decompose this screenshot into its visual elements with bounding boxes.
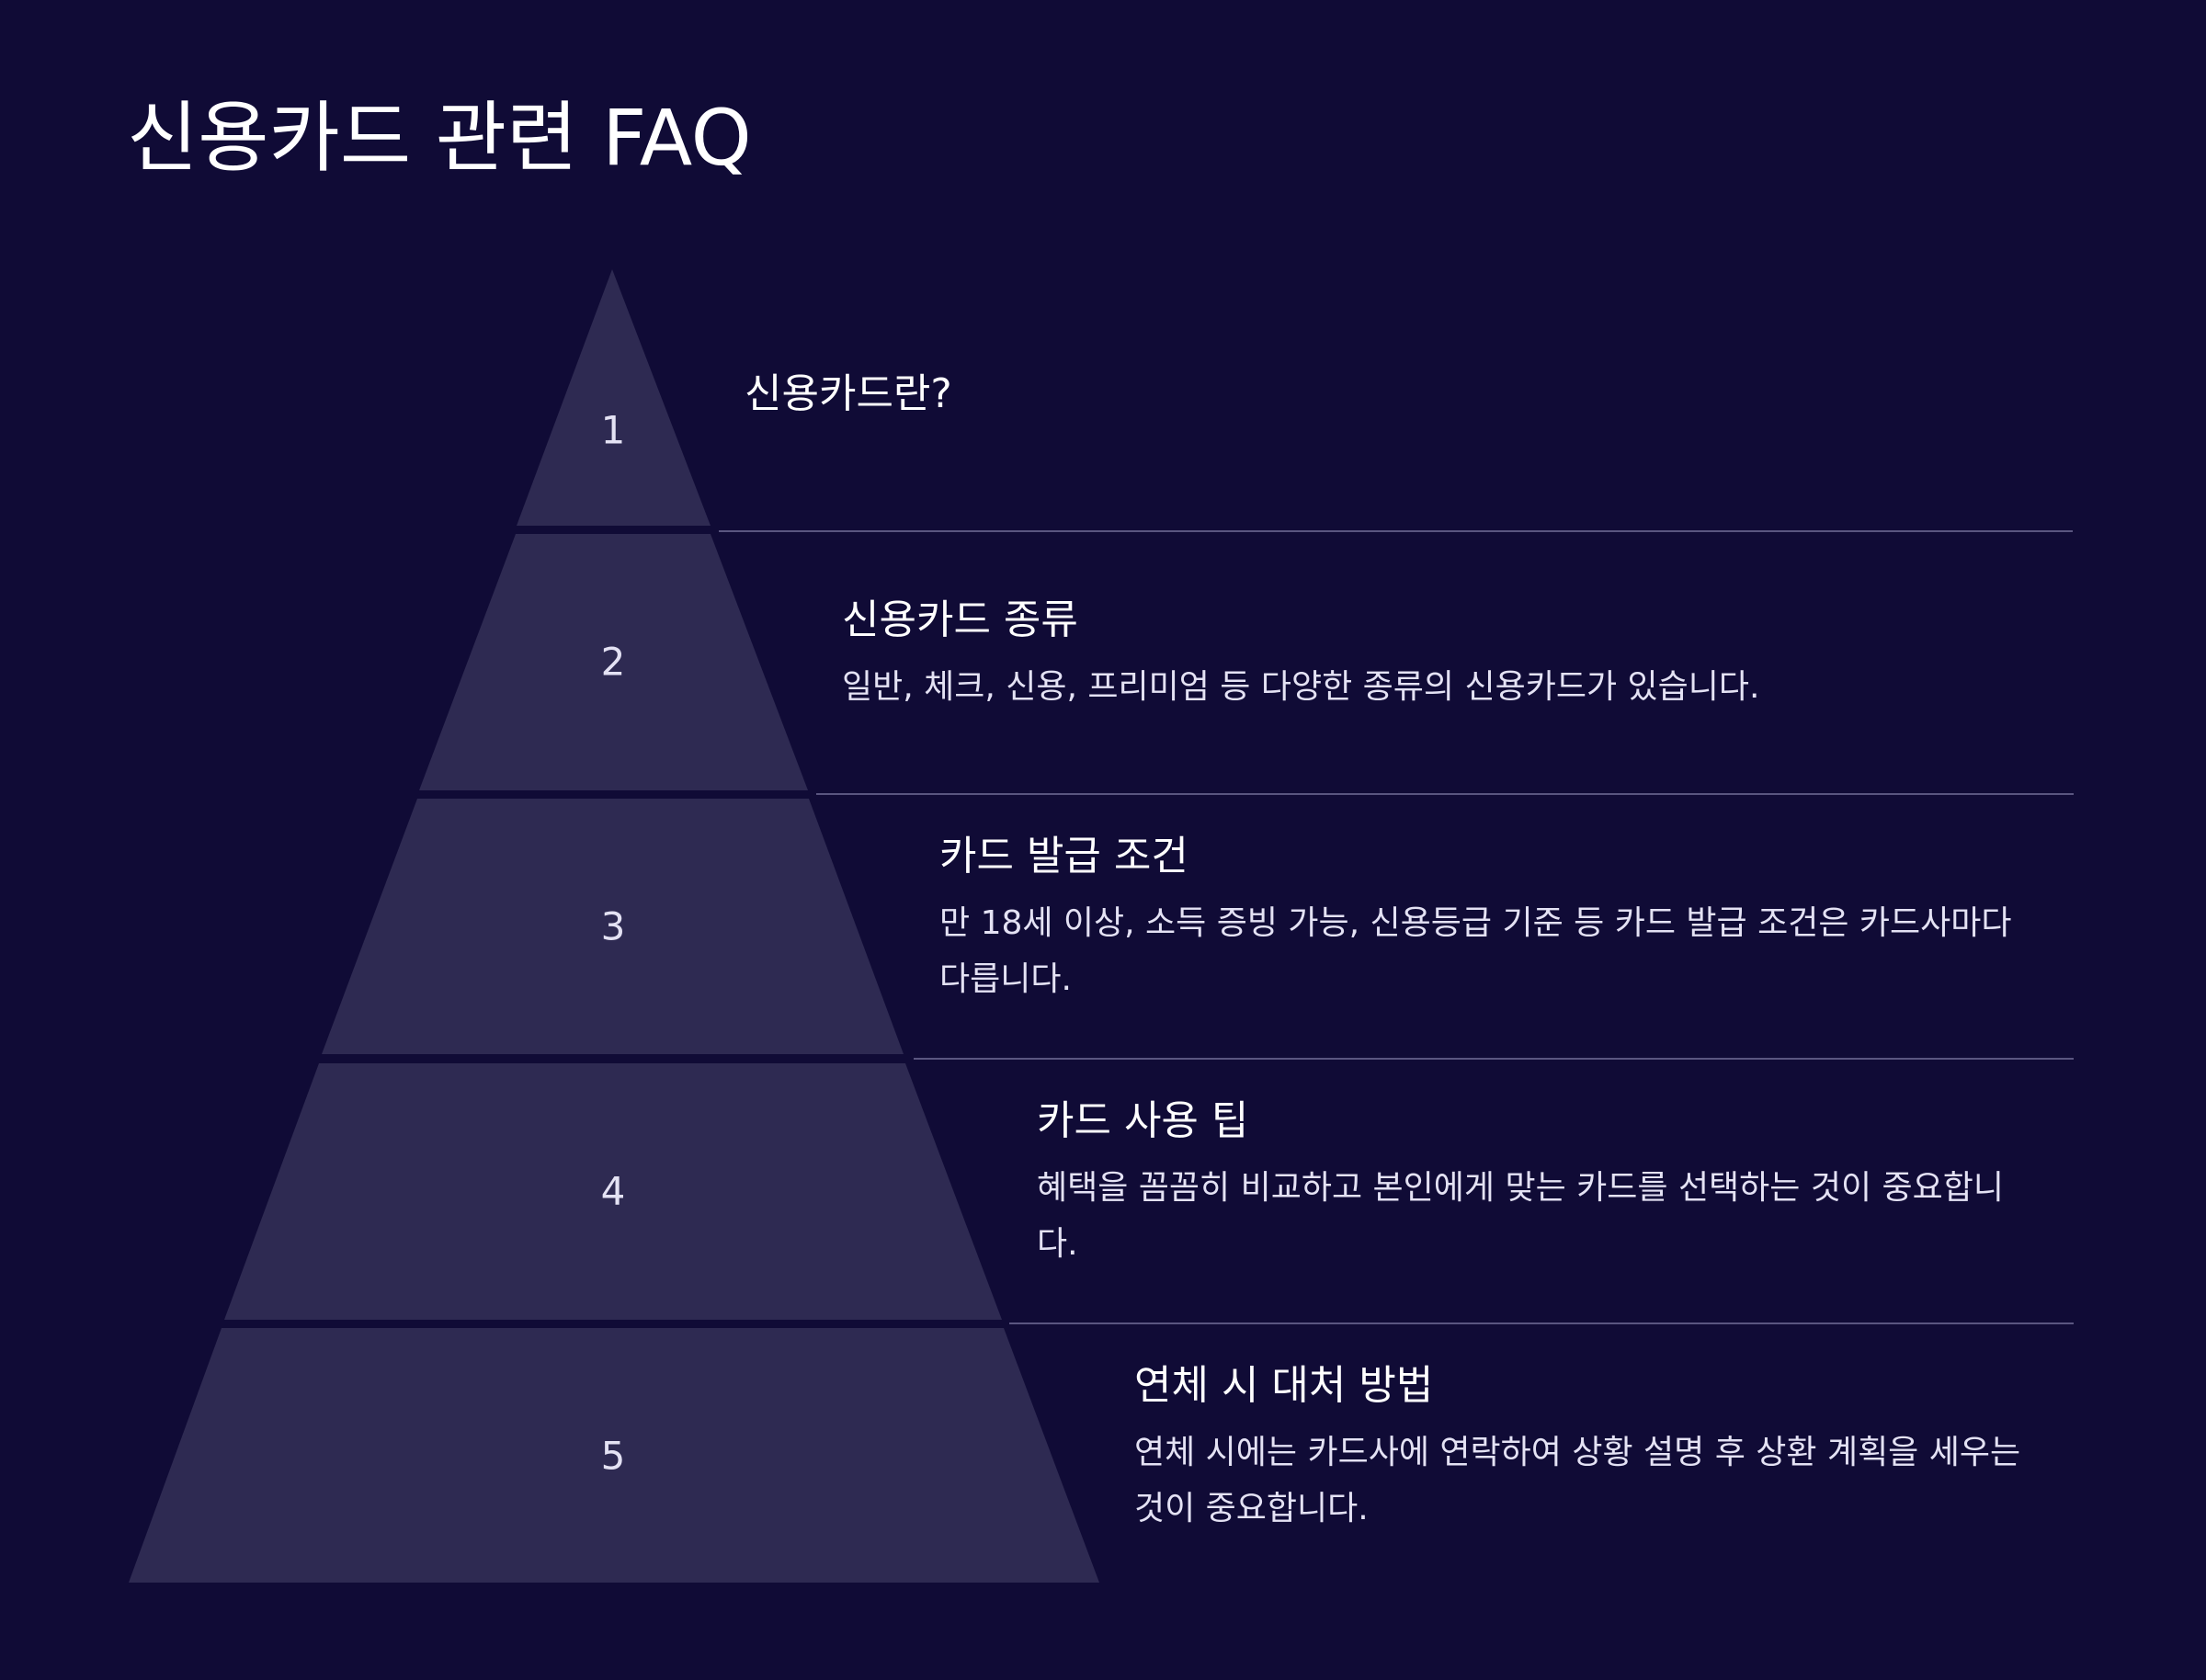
pyramid-tier-4 [224,1063,1002,1320]
tier-number-4: 4 [601,1169,626,1214]
faq-item-3: 카드 발급 조건 만 18세 이상, 소득 증빙 가능, 신용등급 기준 등 카… [939,830,2042,1007]
faq-description: 혜택을 꼼꼼히 비교하고 본인에게 맞는 카드를 선택하는 것이 중요합니다. [1037,1169,2005,1264]
tier-number-5: 5 [601,1434,626,1479]
pyramid-tier-3 [322,799,904,1054]
tier-number-1: 1 [601,408,626,453]
faq-title: 연체 시 대처 방법 [1134,1362,1434,1409]
faq-item-2: 신용카드 종류 일반, 체크, 신용, 프리미엄 등 다양한 종류의 신용카드가… [842,594,2042,715]
pyramid-tier-5 [129,1328,1099,1583]
faq-item-1: 신용카드란? [745,368,2042,420]
page-title: 신용카드 관련 FAQ [127,93,752,183]
faq-item-4: 카드 사용 팁 혜택을 꼼꼼히 비교하고 본인에게 맞는 카드를 선택하는 것이… [1037,1095,2042,1272]
faq-title: 신용카드 종류 [842,596,1078,643]
tier-number-3: 3 [601,904,626,949]
faq-description: 만 18세 이상, 소득 증빙 가능, 신용등급 기준 등 카드 발급 조건은 … [939,904,2012,999]
faq-title: 카드 사용 팁 [1037,1097,1249,1144]
faq-description: 일반, 체크, 신용, 프리미엄 등 다양한 종류의 신용카드가 있습니다. [842,668,1760,707]
faq-description: 연체 시에는 카드사에 연락하여 상황 설명 후 상환 계획을 세우는 것이 중… [1134,1434,2021,1528]
faq-item-5: 연체 시 대처 방법 연체 시에는 카드사에 연락하여 상황 설명 후 상환 계… [1134,1359,2042,1537]
faq-title: 신용카드란? [745,370,952,417]
pyramid-tier-1 [517,269,711,526]
tier-number-2: 2 [601,640,626,685]
faq-title: 카드 발급 조건 [939,833,1188,880]
pyramid-tier-2 [419,534,808,790]
